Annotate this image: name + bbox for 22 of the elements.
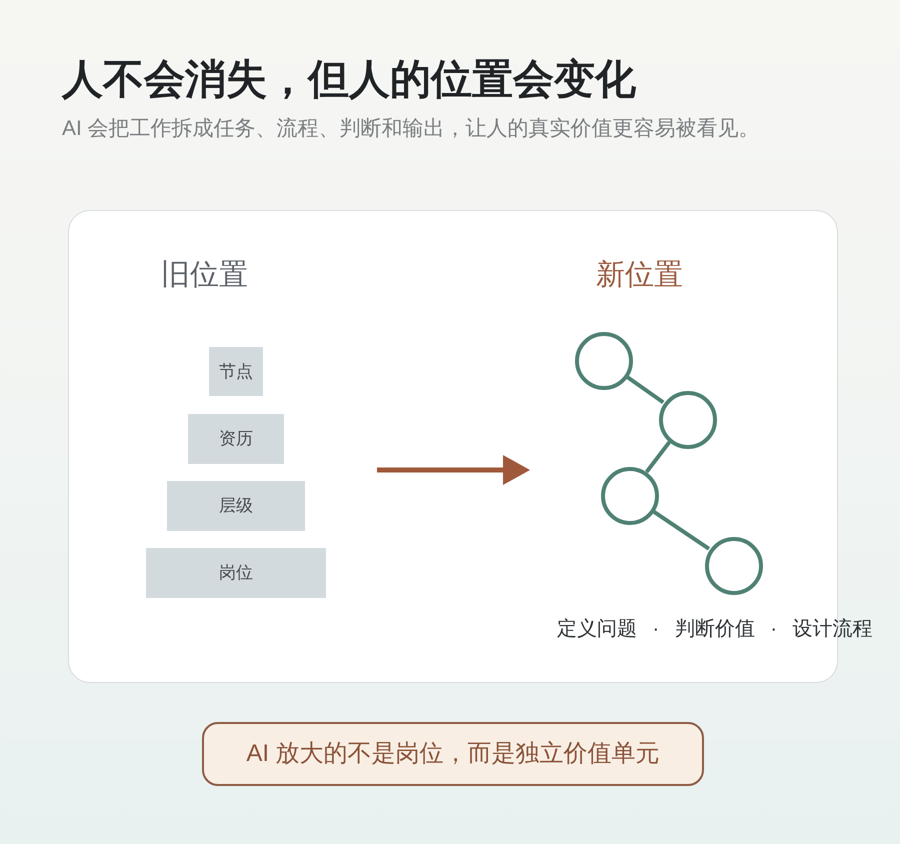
level-block (188, 414, 284, 464)
callout-banner (202, 722, 704, 786)
level-block (146, 548, 326, 598)
level-block (167, 481, 305, 531)
subtitle-text: AI 会把工作拆成任务、流程、判断和输出，让人的真实价值更容易被看见。 (62, 116, 760, 142)
page-title: 人不会消失，但人的位置会变化 (62, 55, 636, 104)
network-circle (704, 536, 764, 596)
block-label: 岗位 (219, 562, 253, 584)
connector-line (645, 440, 671, 474)
column-heading: 旧位置 (161, 258, 248, 293)
level-block (209, 347, 263, 396)
block-label: 资历 (219, 428, 253, 450)
connector-line (652, 510, 710, 550)
connector-line (626, 375, 664, 404)
block-label: 层级 (219, 495, 253, 518)
network-circle (658, 390, 718, 450)
column-heading: 新位置 (596, 258, 683, 293)
network-circle (600, 466, 660, 526)
role-caption: 定义问题 · 判断价值 · 设计流程 (557, 617, 873, 642)
block-label: 节点 (219, 360, 253, 383)
network-circle (574, 331, 634, 391)
callout-text: AI 放大的不是岗位，而是独立价值单元 (246, 739, 660, 769)
